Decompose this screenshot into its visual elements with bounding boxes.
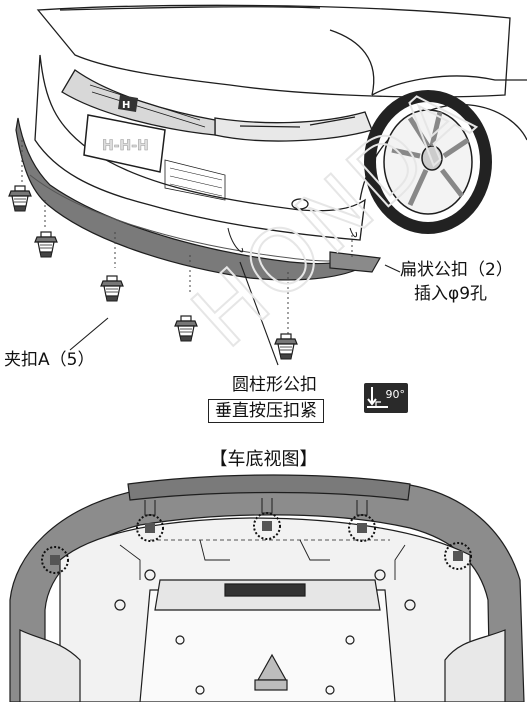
bottom-view-title: 【车底视图】 xyxy=(209,449,318,470)
svg-text:H-H-H: H-H-H xyxy=(102,138,149,154)
leader-lines xyxy=(69,261,401,366)
honda-logo-icon: H xyxy=(118,95,138,112)
angle-90-icon: 90° xyxy=(364,383,408,413)
cylinder-clip-label: 圆柱形公扣 xyxy=(232,375,317,395)
insert-hole-label: 插入φ9孔 xyxy=(414,284,488,304)
insertion-guide-lines xyxy=(21,140,353,335)
underbody-illustration xyxy=(9,474,525,702)
clip-position-markers xyxy=(41,512,472,574)
clip-brackets xyxy=(144,498,368,516)
car-front-illustration: H-H-H xyxy=(34,4,527,241)
front-lip-spoiler xyxy=(15,117,381,281)
svg-text:H: H xyxy=(122,100,130,111)
front-wheel xyxy=(364,90,492,234)
clip-a-label: 夹扣A（5） xyxy=(4,350,95,370)
press-vertical-label: 垂直按压扣紧 xyxy=(208,399,324,423)
fan-clip-label: 扁状公扣（2） xyxy=(400,260,513,280)
clip-mount-icons xyxy=(50,521,463,565)
angle-90-text: 90° xyxy=(385,388,406,401)
